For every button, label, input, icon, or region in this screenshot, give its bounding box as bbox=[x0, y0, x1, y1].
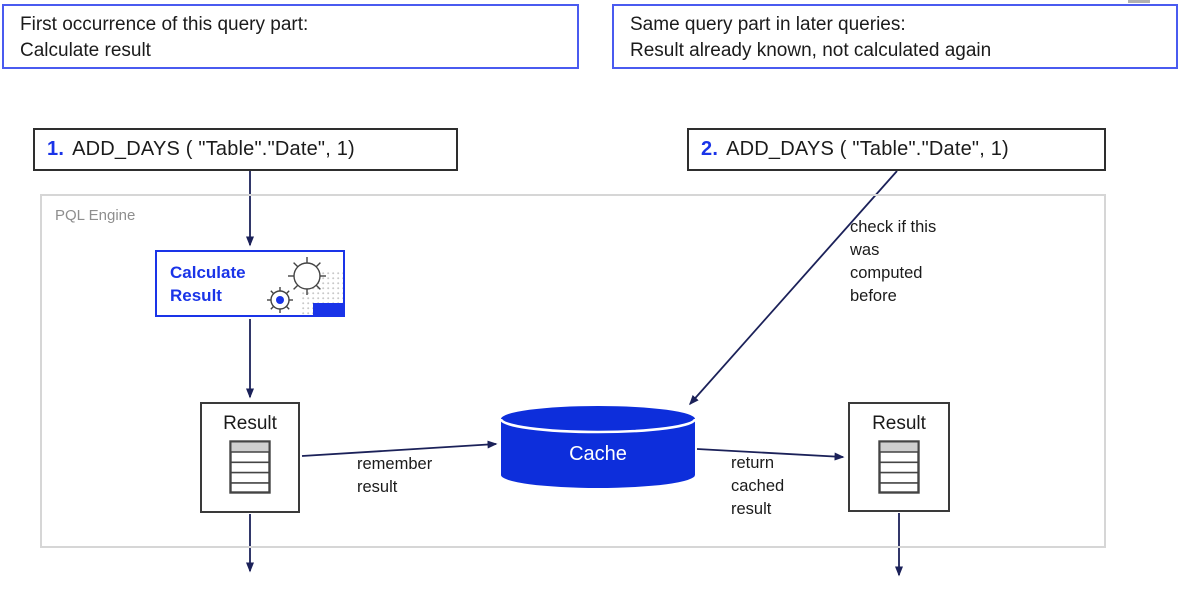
big-gear bbox=[288, 257, 326, 295]
blue-accent-rect bbox=[313, 303, 343, 315]
table-icon-left bbox=[229, 440, 271, 494]
result-left-label: Result bbox=[223, 413, 277, 434]
table-icon-right bbox=[878, 440, 920, 494]
callout-later-line1: Same query part in later queries: bbox=[630, 14, 906, 35]
query-1-expression: ADD_DAYS ( "Table"."Date", 1) bbox=[72, 138, 355, 160]
top-edge-artifact bbox=[1128, 0, 1150, 3]
calculate-result-node: Calculate Result bbox=[155, 250, 345, 317]
callout-first-line1: First occurrence of this query part: bbox=[20, 14, 309, 35]
callout-later-line2: Result already known, not calculated aga… bbox=[630, 40, 992, 61]
callout-first-occurrence: First occurrence of this query part: Cal… bbox=[2, 4, 579, 69]
query-box-1: 1. ADD_DAYS ( "Table"."Date", 1) bbox=[33, 128, 458, 171]
gears-icon bbox=[267, 257, 343, 315]
database-cylinder-icon bbox=[499, 406, 697, 488]
callout-later-queries: Same query part in later queries: Result… bbox=[612, 4, 1178, 69]
cache-label: Cache bbox=[569, 443, 627, 465]
pql-engine-container: PQL Engine bbox=[40, 194, 1106, 548]
edge-label-remember: remember result bbox=[357, 455, 433, 496]
query-2-number: 2. bbox=[701, 138, 719, 160]
gear-center-dot bbox=[276, 296, 284, 304]
calculate-result-label: Calculate Result bbox=[170, 263, 246, 305]
cache-node: Cache bbox=[499, 403, 697, 491]
edge-label-return: return cached result bbox=[731, 454, 785, 518]
result-node-left: Result bbox=[200, 402, 300, 513]
result-node-right: Result bbox=[848, 402, 950, 512]
small-gear bbox=[267, 287, 293, 313]
query-box-2: 2. ADD_DAYS ( "Table"."Date", 1) bbox=[687, 128, 1106, 171]
result-right-label: Result bbox=[872, 413, 926, 434]
query-2-expression: ADD_DAYS ( "Table"."Date", 1) bbox=[726, 138, 1009, 160]
edge-label-check: check if this was computed before bbox=[850, 218, 937, 305]
query-1-number: 1. bbox=[47, 138, 65, 160]
pql-engine-label: PQL Engine bbox=[55, 207, 136, 224]
callout-first-line2: Calculate result bbox=[20, 40, 151, 61]
